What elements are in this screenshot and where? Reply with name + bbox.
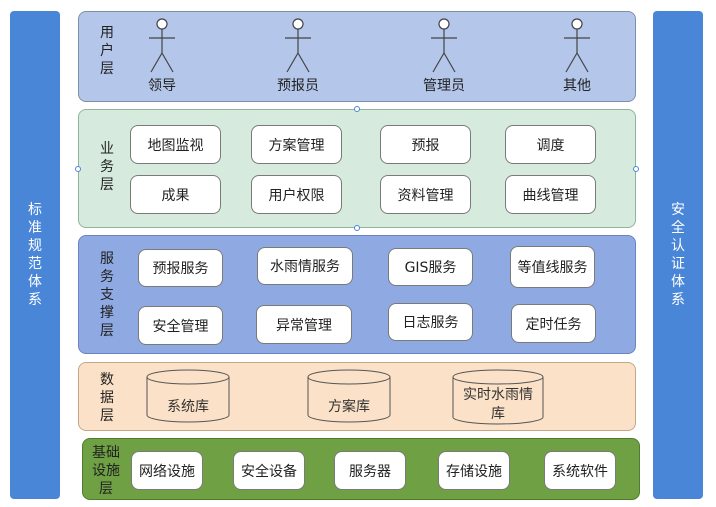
security-sidebar: 安全认证体系 xyxy=(653,11,703,499)
user-layer-title: 用户层 xyxy=(100,25,114,77)
selection-handle xyxy=(75,166,81,172)
service-item-hydro-rain: 水雨情服务 xyxy=(257,247,353,285)
database-plan: 方案库 xyxy=(328,399,370,415)
actor-label-leader: 领导 xyxy=(148,78,176,94)
actor-label-admin: 管理员 xyxy=(423,78,465,94)
business-item-user-permissions: 用户权限 xyxy=(251,175,342,214)
data-layer-title: 数据层 xyxy=(100,372,114,424)
database-realtime-hydro: 实时水雨情库 xyxy=(463,387,533,422)
infra-item-network: 网络设施 xyxy=(131,451,203,490)
service-item-security: 安全管理 xyxy=(138,306,223,345)
standards-sidebar-label: 标准规范体系 xyxy=(28,202,42,308)
business-item-data-management: 资料管理 xyxy=(380,175,471,214)
database-system: 系统库 xyxy=(167,399,209,415)
service-item-forecast: 预报服务 xyxy=(138,249,223,287)
infra-item-storage: 存储设施 xyxy=(438,451,510,490)
service-item-gis: GIS服务 xyxy=(388,248,473,286)
service-item-log: 日志服务 xyxy=(388,303,473,341)
selection-handle xyxy=(354,106,360,112)
service-item-exception: 异常管理 xyxy=(256,305,352,344)
business-item-results: 成果 xyxy=(130,175,221,214)
user-layer: 用户层 xyxy=(78,11,636,102)
person-icon xyxy=(149,18,175,73)
service-layer-title: 服务支撑层 xyxy=(100,251,114,339)
infra-layer-title: 基础设施层 xyxy=(92,445,120,497)
business-item-forecast: 预报 xyxy=(380,125,471,164)
database-icon xyxy=(307,369,391,423)
selection-handle xyxy=(633,166,639,172)
database-icon xyxy=(452,369,544,425)
business-item-dispatch: 调度 xyxy=(505,125,596,164)
person-icon xyxy=(285,18,311,73)
infra-item-security-device: 安全设备 xyxy=(233,451,305,490)
business-item-map-monitor: 地图监视 xyxy=(130,125,221,164)
service-item-contour: 等值线服务 xyxy=(510,246,595,288)
business-item-plan-management: 方案管理 xyxy=(251,125,342,164)
business-layer-title: 业务层 xyxy=(100,141,114,193)
infra-item-server: 服务器 xyxy=(334,451,406,490)
service-item-scheduled-task: 定时任务 xyxy=(511,304,596,343)
security-sidebar-label: 安全认证体系 xyxy=(671,202,685,308)
selection-handle xyxy=(354,225,360,231)
person-icon xyxy=(431,18,457,73)
actor-label-forecaster: 预报员 xyxy=(277,78,319,94)
database-icon xyxy=(146,369,230,423)
actor-figures xyxy=(149,18,590,73)
actor-label-other: 其他 xyxy=(563,78,591,94)
person-icon xyxy=(564,18,590,73)
business-item-curve-management: 曲线管理 xyxy=(505,175,596,214)
infra-item-system-software: 系统软件 xyxy=(544,451,616,490)
standards-sidebar: 标准规范体系 xyxy=(10,11,60,499)
database-cylinders xyxy=(146,369,544,425)
